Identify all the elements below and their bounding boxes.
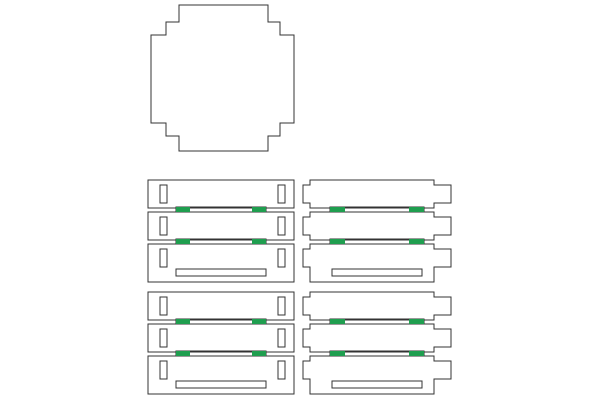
joint-marker: [330, 319, 345, 324]
joint-marker: [252, 207, 266, 212]
right-stack-bottom: [302, 291, 452, 395]
long-slot: [331, 380, 423, 389]
panel-frame: [302, 243, 452, 283]
long-slot: [175, 380, 267, 389]
slot: [159, 248, 168, 268]
joint-marker: [409, 319, 424, 324]
left-stack-top: [147, 179, 295, 283]
panel-frame: [147, 179, 295, 209]
panel-frame: [147, 211, 295, 241]
long-slot: [331, 268, 423, 277]
joint-marker: [176, 207, 190, 212]
slot: [277, 328, 286, 348]
joint-marker: [409, 351, 424, 356]
long-slot: [175, 268, 267, 277]
slot: [159, 296, 168, 316]
joint-marker: [252, 351, 266, 356]
slot: [277, 360, 286, 380]
joint-marker: [176, 319, 190, 324]
slot: [159, 216, 168, 236]
joint-marker: [252, 239, 266, 244]
cross-plate-outline: [150, 4, 295, 152]
panel-frame: [147, 323, 295, 353]
joint-marker: [330, 239, 345, 244]
joint-marker: [252, 319, 266, 324]
panel-frame: [147, 291, 295, 321]
panel-frame: [302, 211, 452, 241]
joint-marker: [176, 351, 190, 356]
panel-frame: [302, 179, 452, 209]
slot: [277, 296, 286, 316]
slot: [277, 184, 286, 204]
right-stack-top: [302, 179, 452, 283]
joint-marker: [409, 207, 424, 212]
joint-marker: [176, 239, 190, 244]
slot: [159, 360, 168, 380]
joint-marker: [330, 207, 345, 212]
panel-frame: [302, 291, 452, 321]
panel-frame: [302, 323, 452, 353]
joint-marker: [330, 351, 345, 356]
cross-plate: [150, 4, 295, 152]
slot: [159, 328, 168, 348]
slot: [277, 248, 286, 268]
panel-frame: [302, 355, 452, 395]
left-stack-bottom: [147, 291, 295, 395]
joint-marker: [409, 239, 424, 244]
slot: [159, 184, 168, 204]
slot: [277, 216, 286, 236]
